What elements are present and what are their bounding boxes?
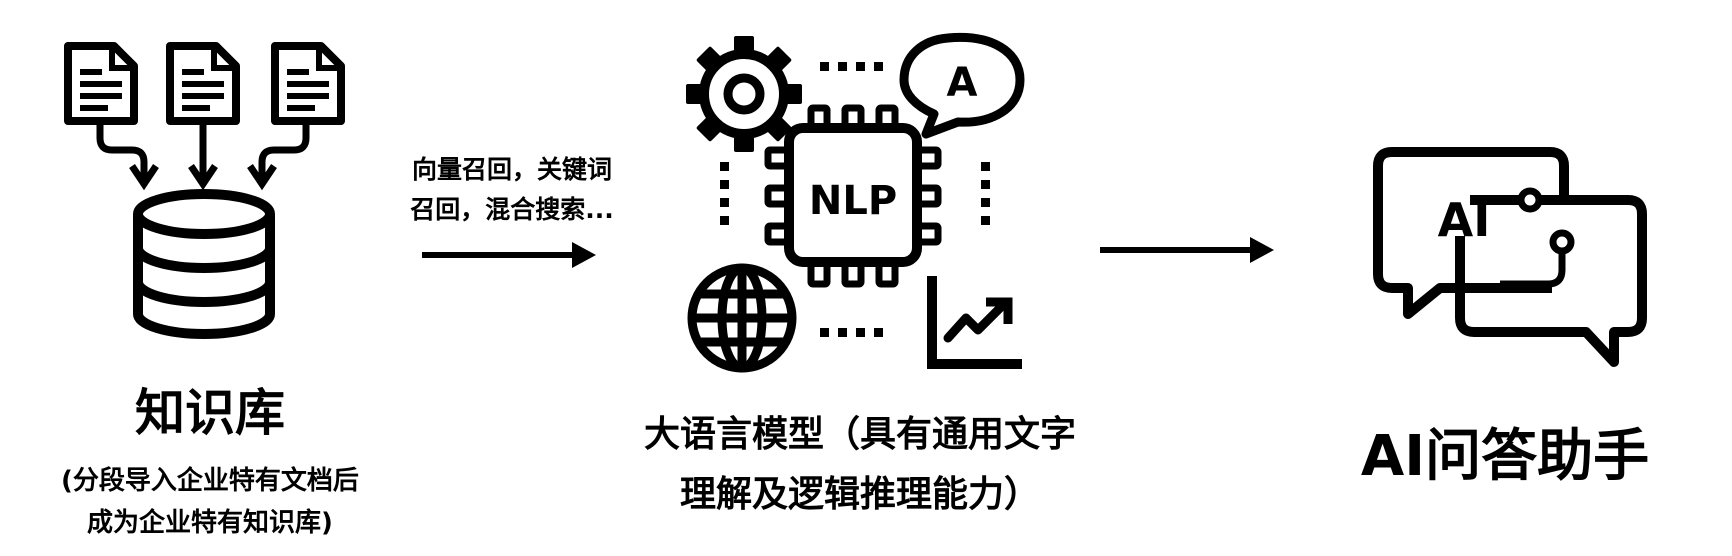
gear-icon xyxy=(686,36,802,152)
knowledge-base-title: 知识库 xyxy=(135,384,285,442)
output-arrow xyxy=(1100,237,1274,263)
bubble-a-text: A xyxy=(947,60,978,106)
dotted-link-right xyxy=(981,162,990,225)
globe-icon xyxy=(687,263,797,373)
retrieval-label-line1: 向量召回，关键词 xyxy=(411,155,612,184)
document-icon-left xyxy=(68,46,134,121)
knowledge-base-note: (分段导入企业特有文档后 成为企业特有知识库) xyxy=(20,460,400,544)
speech-bubble-a-icon: A xyxy=(899,32,1025,139)
dotted-link-bottom xyxy=(820,328,883,337)
dotted-link-left xyxy=(720,162,729,225)
llm-label-line2: 理解及逻辑推理能力） xyxy=(679,474,1040,515)
database-icon xyxy=(133,189,275,339)
retrieval-arrow xyxy=(422,242,596,268)
llm-label-line1: 大语言模型（具有通用文字 xyxy=(643,414,1076,455)
import-arrow-right xyxy=(247,122,310,191)
retrieval-label-line2: 召回，混合搜索... xyxy=(410,195,614,224)
import-arrow-left xyxy=(96,122,159,191)
chip-text: NLP xyxy=(809,178,897,224)
dotted-link-top xyxy=(820,62,883,71)
nlp-chip-icon: NLP xyxy=(764,104,942,288)
ai-chat-bubbles-icon: AI xyxy=(1373,147,1647,367)
bubble-ai-text: AI xyxy=(1438,193,1491,247)
document-icon-right xyxy=(275,46,341,121)
knowledge-base-note-line1: (分段导入企业特有文档后 xyxy=(61,466,359,496)
llm-label: 大语言模型（具有通用文字 理解及逻辑推理能力） xyxy=(600,405,1120,525)
growth-chart-icon xyxy=(927,276,1022,369)
document-icon-center xyxy=(170,46,236,121)
import-arrow-center xyxy=(188,122,218,191)
ai-assistant-title: AI问答助手 xyxy=(1360,424,1650,489)
knowledge-base-note-line2: 成为企业特有知识库) xyxy=(87,508,333,538)
retrieval-label: 向量召回，关键词 召回，混合搜索... xyxy=(372,150,652,230)
